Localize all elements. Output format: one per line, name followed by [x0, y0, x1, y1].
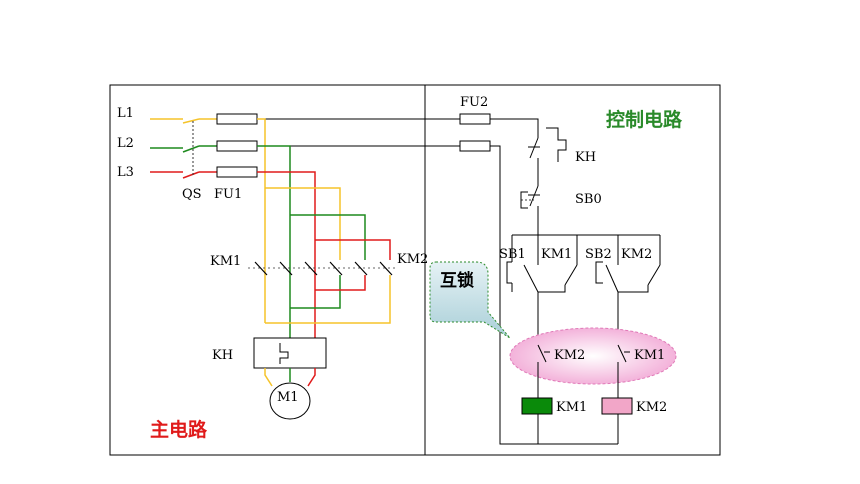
interlock-contacts	[537, 344, 630, 398]
label-kh-main: KH	[212, 348, 233, 363]
frame-border	[109, 84, 721, 456]
main-circuit-title: 主电路	[150, 418, 208, 441]
label-km1-coil: KM1	[556, 400, 587, 415]
label-sb1: SB1	[499, 247, 526, 262]
label-kh-ctrl: KH	[575, 150, 596, 165]
control-circuit: FU2 控制电路 KH SB0	[429, 95, 683, 445]
label-m1: M1	[277, 390, 299, 405]
km-main-contacts	[248, 261, 395, 276]
control-circuit-title: 控制电路	[606, 108, 683, 131]
km2-coil	[601, 397, 633, 415]
label-l1: L1	[117, 106, 134, 121]
label-km2-hold: KM2	[621, 247, 652, 262]
label-l2: L2	[117, 136, 134, 151]
label-l3: L3	[117, 165, 134, 180]
branch-forward	[506, 235, 578, 345]
main-circuit: L1 L2 L3 QS FU1	[117, 106, 460, 441]
fu2-fuses	[459, 113, 491, 152]
label-fu1: FU1	[214, 187, 242, 202]
label-km2-main: KM2	[397, 252, 428, 267]
motor-m1	[269, 382, 311, 420]
label-sb0: SB0	[575, 192, 602, 207]
label-km2-interlock: KM2	[554, 348, 585, 363]
kh-thermal-relay	[253, 337, 327, 369]
fu1-fuses	[216, 113, 258, 178]
label-fu2: FU2	[460, 95, 488, 110]
km1-coil	[521, 397, 553, 415]
sb0-stop-button	[520, 185, 540, 235]
label-km1-hold: KM1	[541, 247, 572, 262]
label-km2-coil: KM2	[636, 400, 667, 415]
label-qs: QS	[182, 187, 202, 202]
kh-nc-contact	[528, 127, 567, 186]
interlock-highlight	[509, 327, 677, 385]
label-km1-interlock: KM1	[634, 348, 665, 363]
interlock-callout: 互锁	[429, 261, 511, 339]
label-km1-main: KM1	[210, 254, 241, 269]
qs-switch	[182, 118, 200, 179]
interlock-callout-label: 互锁	[440, 270, 474, 291]
label-sb2: SB2	[585, 247, 612, 262]
